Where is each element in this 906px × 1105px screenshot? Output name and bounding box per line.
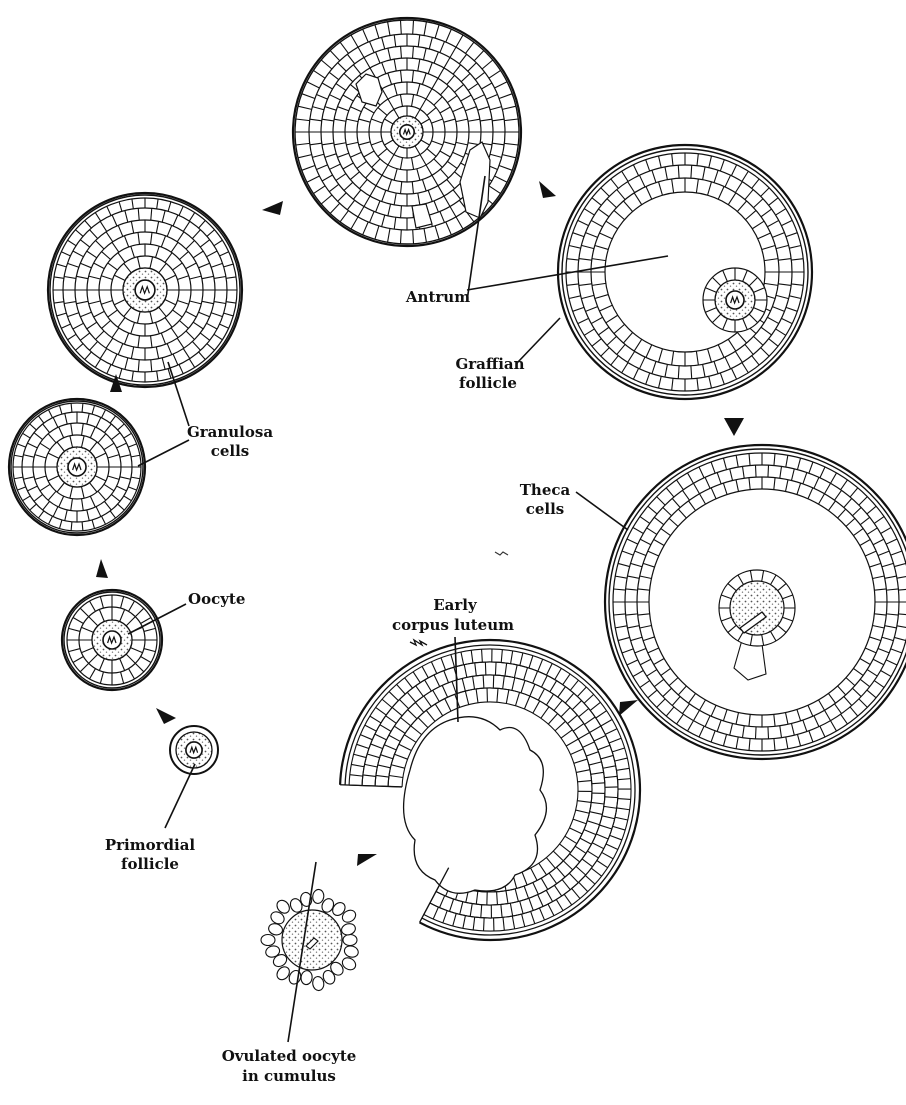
granulosa-cell-layer <box>578 165 792 379</box>
label-theca: Theca <box>520 481 571 499</box>
primary-follicle <box>62 590 162 690</box>
label-theca-cells: cells <box>526 500 565 518</box>
layer-boundary <box>578 165 792 379</box>
label-granulosa-cells: cells <box>211 442 250 460</box>
preovulatory-follicle <box>605 445 906 759</box>
arrow-preovulatory-to-corpus <box>619 700 638 716</box>
zigzag-mark-2 <box>495 552 508 555</box>
label-corpus-luteum: corpus luteum <box>392 616 514 634</box>
arrow-antral-to-graffian <box>539 181 556 198</box>
arrow-primary-to-secondary <box>96 559 108 578</box>
leader-granulosa-1 <box>168 362 189 426</box>
cumulus-cell <box>312 889 325 904</box>
label-early: Early <box>433 596 478 614</box>
label-ovulated-oocyte: Ovulated oocyte <box>222 1047 357 1065</box>
oocyte-nucleus <box>68 458 86 476</box>
antrum-space <box>460 142 490 218</box>
leader-theca <box>576 492 628 530</box>
oocyte-cytoplasm <box>730 581 784 635</box>
graffian-follicle <box>558 145 812 399</box>
cumulus-cell <box>343 935 357 946</box>
cumulus-cell <box>261 935 275 946</box>
oocyte-nucleus <box>103 631 121 649</box>
zigzag-mark-1 <box>410 640 427 645</box>
cumulus-cell <box>312 976 325 991</box>
label-granulosa: Granulosa <box>187 423 273 441</box>
crescent-end <box>340 785 402 787</box>
early-antral-follicle <box>293 18 521 246</box>
label-in-cumulus: in cumulus <box>242 1067 336 1085</box>
arrow-corpus-to-ovulated <box>357 854 377 866</box>
ovulated-oocyte <box>261 889 360 992</box>
cumulus-cell <box>300 970 313 985</box>
leader-lines <box>128 176 668 1042</box>
cumulus-cell <box>343 944 360 958</box>
antrum-space <box>356 74 382 106</box>
early-secondary-follicle <box>9 399 145 535</box>
arrow-large-to-antral <box>262 201 283 215</box>
label-oocyte: Oocyte <box>188 590 245 608</box>
label-antrum: Antrum <box>405 288 470 306</box>
oocyte-nucleus <box>186 742 202 758</box>
oocyte-nucleus <box>135 280 155 300</box>
arrow-primordial-to-primary <box>156 708 176 724</box>
label-follicle-primordial: follicle <box>121 855 179 873</box>
oocyte-nucleus <box>726 291 744 309</box>
label-primordial: Primordial <box>105 836 196 854</box>
cumulus-cell <box>340 922 357 936</box>
leader-granulosa-2 <box>138 440 189 466</box>
label-graffian: Graffian <box>455 355 524 373</box>
antrum-space <box>412 204 432 228</box>
early-corpus-luteum <box>340 640 640 940</box>
arrow-graffian-to-preovulatory <box>724 418 744 436</box>
label-graffian-follicle: follicle <box>459 374 517 392</box>
cavity-outline <box>404 717 547 894</box>
leader-primordial <box>165 764 195 828</box>
secondary-follicle <box>48 193 242 387</box>
